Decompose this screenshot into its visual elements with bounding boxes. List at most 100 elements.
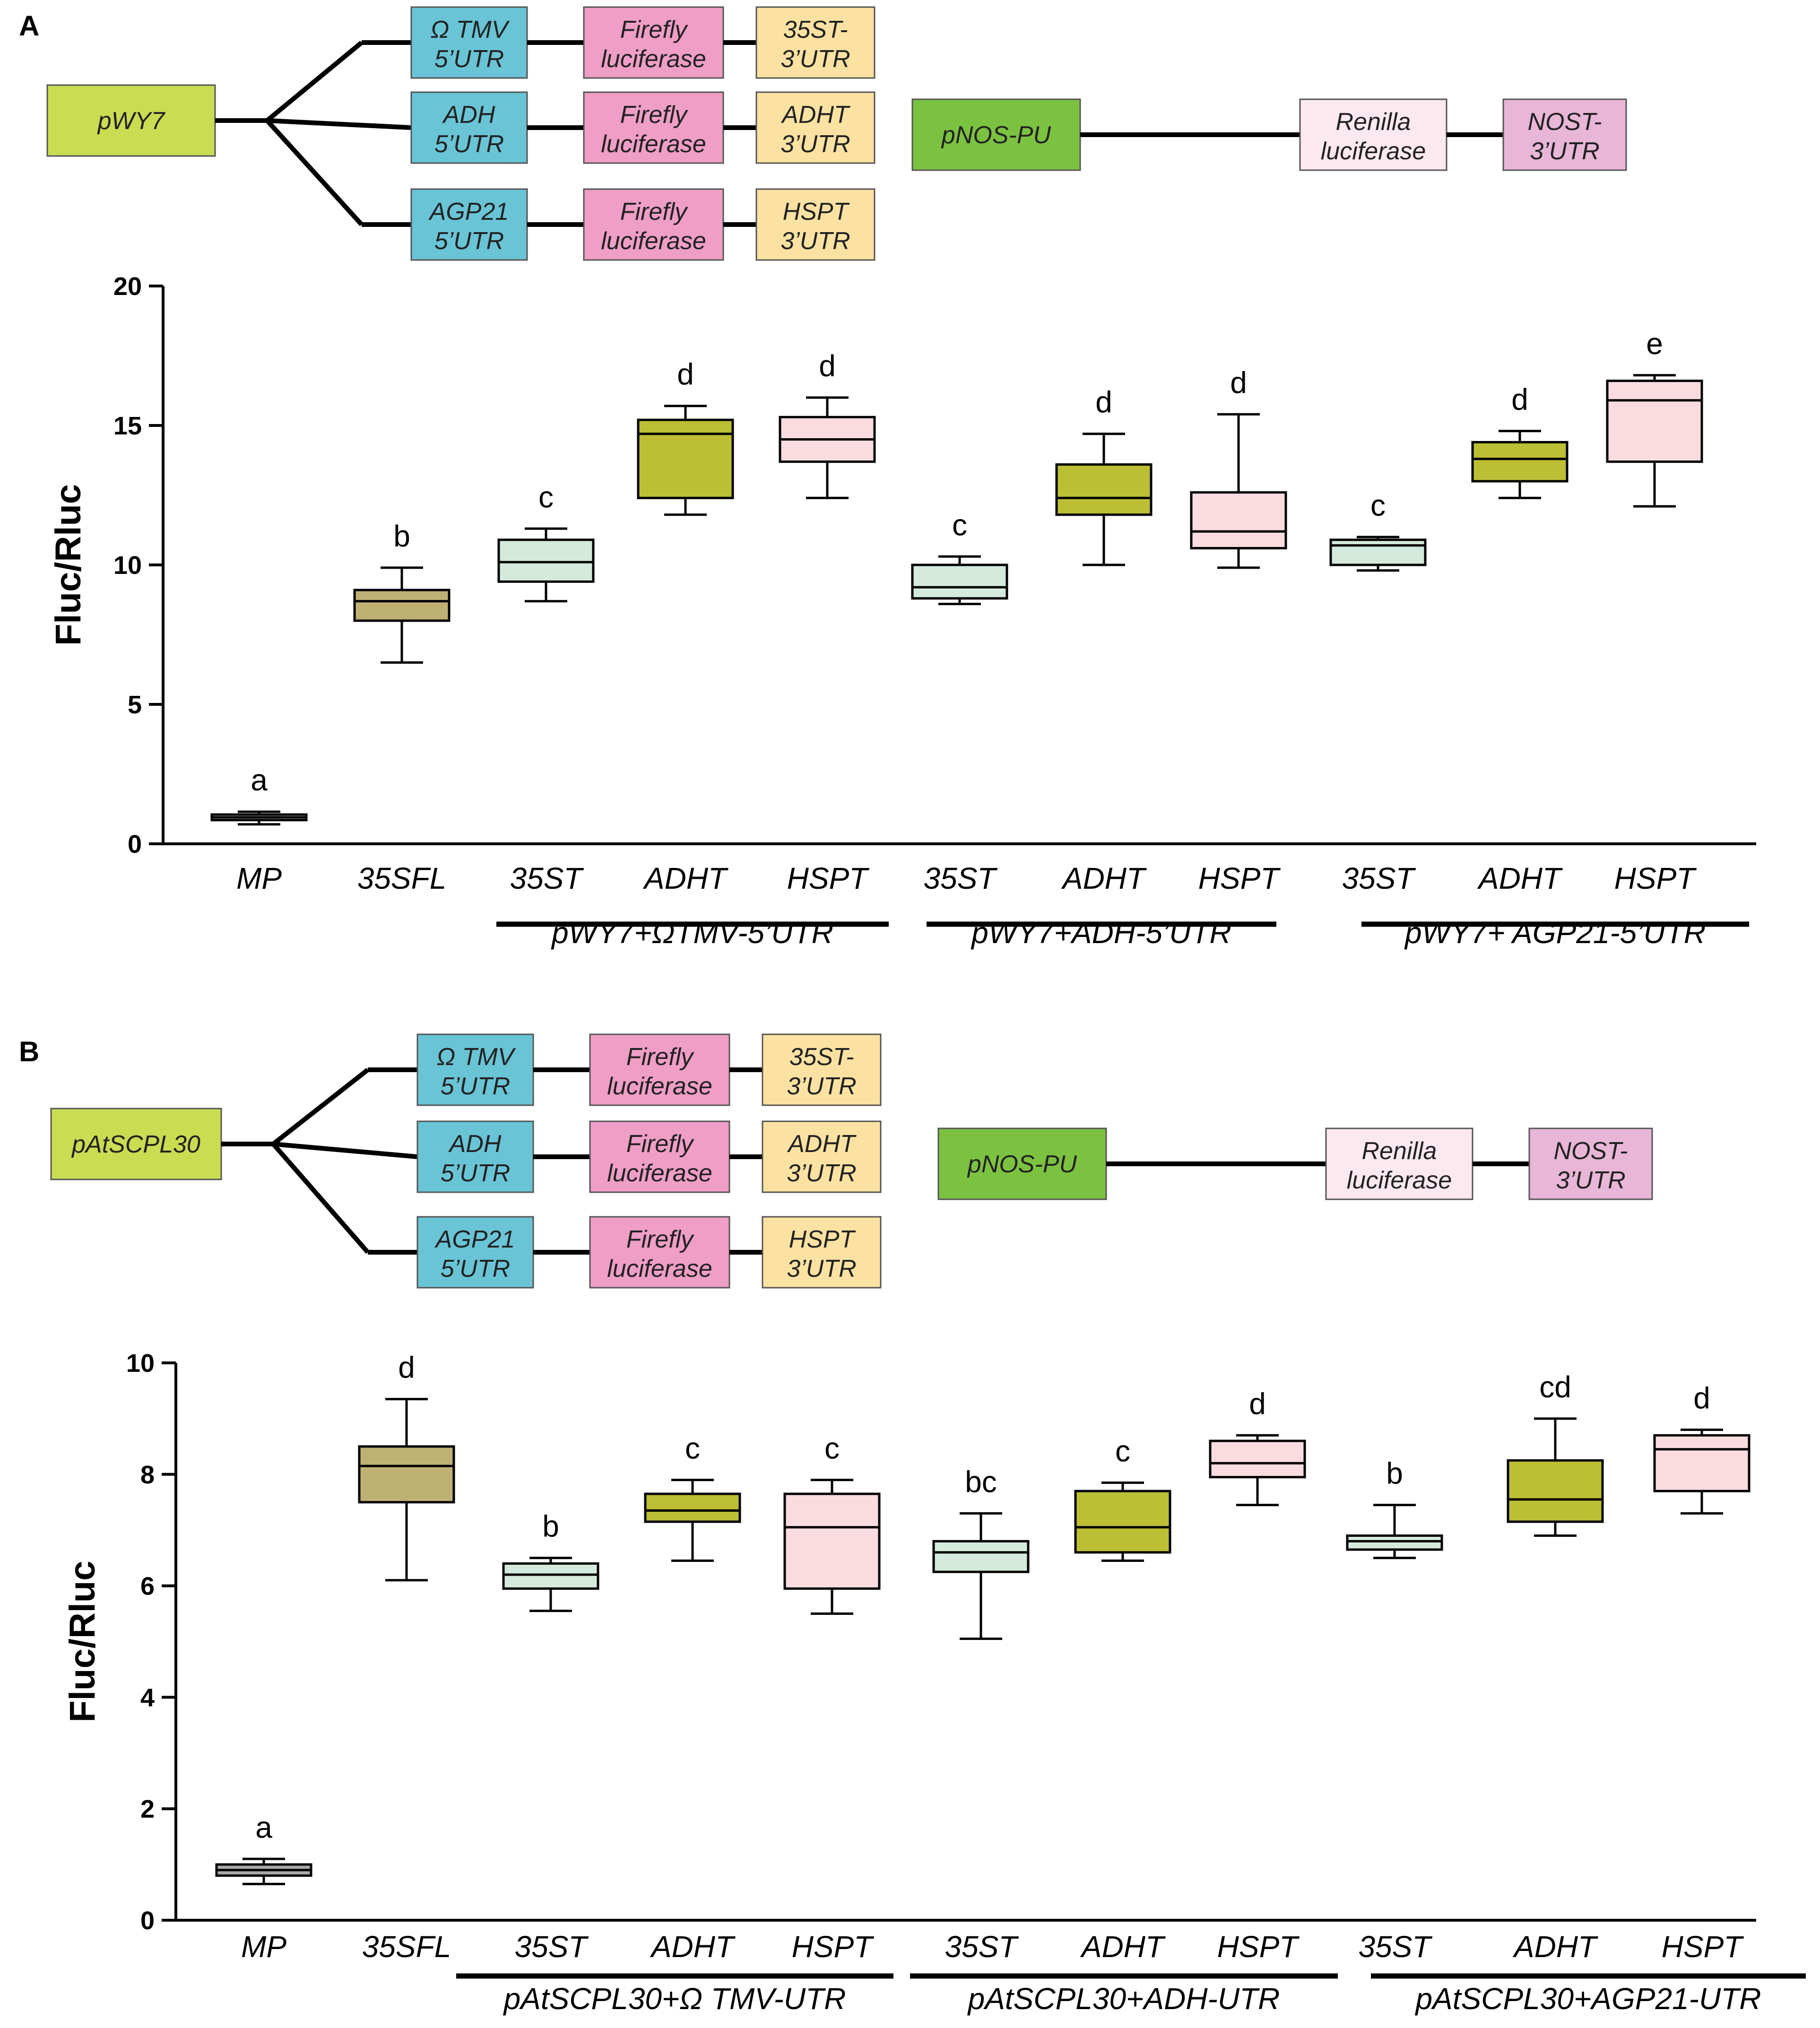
category-label: 35SFL (362, 1930, 451, 1964)
significance-label: d (1230, 365, 1247, 399)
branch-line (267, 118, 412, 130)
significance-label: d (1095, 385, 1112, 419)
y-tick-label: 0 (128, 830, 142, 858)
utr5-box-rect (410, 188, 528, 261)
y-axis-title: Fluc/Rluc (62, 1560, 103, 1722)
significance-label: c (685, 1431, 700, 1465)
utr3-box-rect (762, 1120, 882, 1193)
utr3-box-line2: 3’UTR (780, 130, 850, 158)
category-label: MP (241, 1930, 286, 1964)
significance-label: b (1386, 1456, 1403, 1491)
utr3-box-line1: ADHT (787, 1130, 857, 1158)
branch-line (271, 1142, 370, 1254)
box-rect (353, 589, 451, 622)
branch-line (271, 1068, 370, 1146)
firefly-box-line2: luciferase (607, 1160, 712, 1187)
y-tick-label: 4 (140, 1683, 155, 1712)
control-promoter-box-label: pNOS-PU (941, 121, 1051, 149)
utr5-box-line1: Ω TMV (437, 1043, 516, 1071)
promoter-box: pWY7 (46, 84, 216, 157)
utr3-box-line1: HSPT (789, 1226, 856, 1253)
branch-line (273, 1142, 418, 1159)
significance-label: d (819, 349, 836, 383)
category-label: HSPT (1662, 1930, 1744, 1964)
utr5-box-rect (410, 91, 528, 164)
branch-line (265, 41, 364, 122)
box-rect (1653, 1434, 1751, 1492)
significance-label: c (1115, 1434, 1130, 1468)
utr5-box-line2: 5’UTR (434, 227, 504, 255)
firefly-box-line2: luciferase (607, 1073, 712, 1100)
category-label: 35ST (945, 1930, 1019, 1964)
utr5-box-line1: ADH (448, 1130, 502, 1158)
utr3-box-line1: HSPT (783, 198, 850, 225)
renilla-box-line2: luciferase (1321, 138, 1426, 165)
nost-box: NOST-3’UTR (1528, 1127, 1653, 1200)
y-tick-label: 20 (113, 272, 142, 301)
group-label: pAtSCPL30+ADH-UTR (967, 1982, 1280, 2016)
significance-label: a (251, 763, 268, 797)
utr3-box-line2: 3’UTR (787, 1255, 856, 1283)
box-rect (1606, 380, 1703, 463)
utr5-box-line1: AGP21 (428, 198, 509, 225)
promoter-box-label: pAtSCPL30 (71, 1131, 200, 1158)
category-label: MP (236, 861, 282, 895)
nost-box-rect (1528, 1127, 1653, 1200)
category-label: 35ST (510, 861, 584, 895)
firefly-box-line2: luciferase (601, 227, 706, 255)
utr3-box-rect (755, 91, 875, 164)
utr3-box-line1: 35ST- (789, 1043, 854, 1071)
utr3-box: 35ST-3’UTR (755, 6, 875, 79)
y-axis-title: Fluc/Rluc (48, 484, 88, 646)
box-rect (637, 418, 734, 499)
utr5-box-rect (410, 6, 528, 79)
utr5-box-line2: 5’UTR (441, 1160, 510, 1187)
promoter-box-rect (50, 1108, 222, 1180)
significance-label: d (1693, 1381, 1710, 1415)
group-0: pWY7+ΩTMV-5’UTR (496, 916, 889, 950)
significance-label: cd (1539, 1370, 1571, 1404)
y-tick-label: 10 (126, 1349, 155, 1378)
group-label: pWY7+ΩTMV-5’UTR (551, 916, 833, 950)
renilla-box-line1: Renilla (1362, 1137, 1437, 1165)
panel-letter: B (19, 1036, 39, 1067)
renilla-box-rect (1325, 1127, 1473, 1200)
promoter-box: pAtSCPL30 (50, 1108, 222, 1180)
firefly-box-line1: Firefly (620, 198, 689, 225)
firefly-box-line1: Firefly (626, 1226, 695, 1253)
group-label: pWY7+ADH-5’UTR (971, 916, 1231, 950)
box-rect (1074, 1490, 1171, 1554)
category-label: ADHT (1512, 1930, 1598, 1964)
utr5-box-line2: 5’UTR (441, 1073, 510, 1100)
box-rect (1507, 1459, 1604, 1523)
group-0: pAtSCPL30+Ω TMV-UTR (456, 1973, 893, 2016)
nost-box-rect (1502, 98, 1627, 171)
significance-label: d (1249, 1387, 1266, 1421)
box-plot: 05101520Fluc/RlucaMPb35SFLc35STdADHTdHSP… (48, 272, 1756, 950)
category-label: HSPT (787, 861, 870, 895)
nost-box-line2: 3’UTR (1556, 1167, 1625, 1194)
utr3-box-line2: 3’UTR (787, 1073, 856, 1100)
y-tick-label: 6 (140, 1572, 155, 1601)
group-2: pWY7+ AGP21-5’UTR (1361, 916, 1749, 950)
